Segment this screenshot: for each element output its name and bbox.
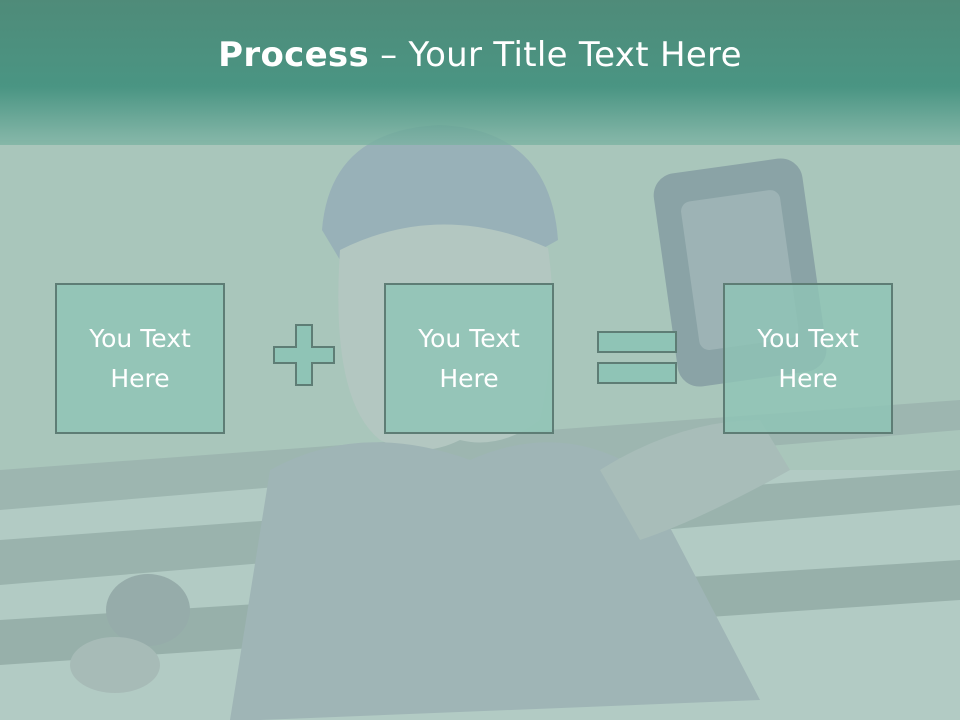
process-box-2-text: You Text Here [418,323,520,393]
equals-icon [597,331,677,384]
process-box-2: You Text Here [384,283,554,434]
slide-title: Process – Your Title Text Here [218,35,742,75]
plus-icon [273,324,335,386]
process-box-3: You Text Here [723,283,893,434]
title-bar: Process – Your Title Text Here [0,0,960,145]
process-box-1: You Text Here [55,283,225,434]
process-box-1-text: You Text Here [89,323,191,393]
title-bold: Process [218,34,370,75]
process-box-3-text: You Text Here [757,323,859,393]
title-rest: – Your Title Text Here [369,34,742,75]
